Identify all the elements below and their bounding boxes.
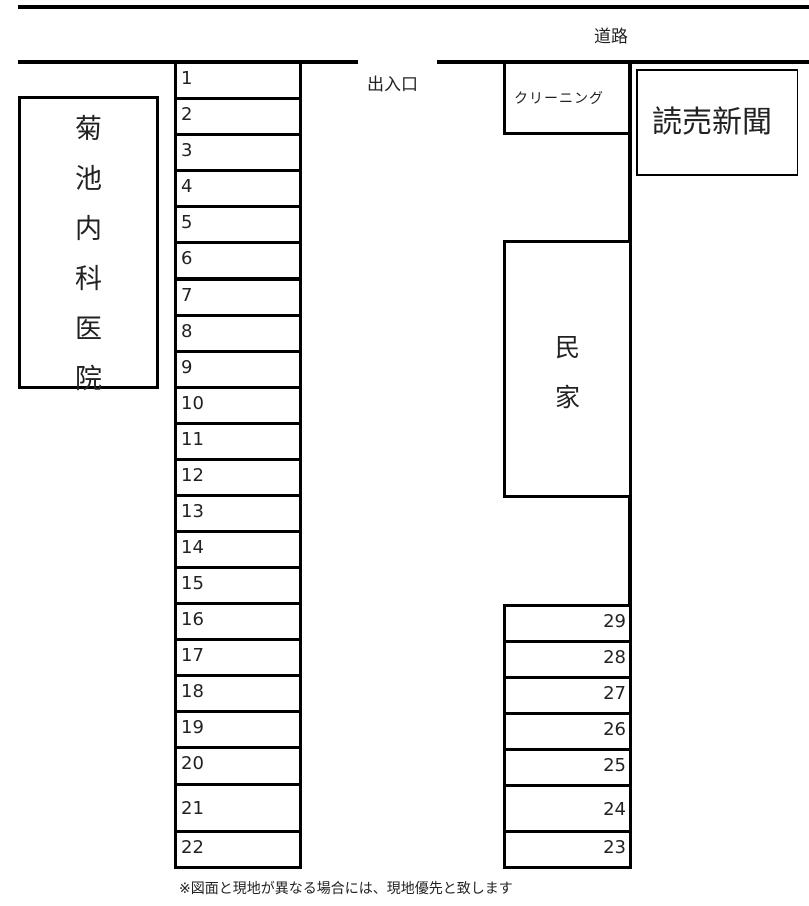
- parking-stall[interactable]: 19: [174, 710, 302, 749]
- clinic-char: 医: [75, 314, 102, 345]
- parking-stall[interactable]: 22: [174, 830, 302, 869]
- parking-stall[interactable]: 16: [174, 602, 302, 641]
- parking-stall[interactable]: 14: [174, 530, 302, 569]
- parking-stall[interactable]: 29: [503, 604, 632, 643]
- parking-stall[interactable]: 18: [174, 674, 302, 713]
- parking-stall[interactable]: 4: [174, 169, 302, 208]
- parking-stall[interactable]: 8: [174, 314, 302, 353]
- clinic-char: 院: [75, 364, 102, 395]
- house-char: 家: [554, 383, 580, 412]
- house-char: 民: [554, 333, 580, 362]
- clinic-name: 菊 池 内 科 医 院: [21, 105, 156, 405]
- entrance-label: 出入口: [367, 75, 418, 95]
- parking-stall[interactable]: 9: [174, 350, 302, 389]
- newspaper-office-building: 読売新聞: [636, 69, 798, 176]
- parking-stall[interactable]: 24: [503, 784, 632, 833]
- parking-stall[interactable]: 2: [174, 97, 302, 136]
- house-name: 民 家: [506, 323, 629, 423]
- clinic-char: 科: [75, 264, 102, 295]
- parking-stall[interactable]: 26: [503, 712, 632, 751]
- newspaper-office-name: 読売新聞: [652, 105, 772, 140]
- parking-stall[interactable]: 10: [174, 386, 302, 425]
- parking-stall[interactable]: 3: [174, 133, 302, 172]
- parking-stall[interactable]: 25: [503, 748, 632, 787]
- parking-stall[interactable]: 23: [503, 830, 632, 869]
- parking-stall[interactable]: 7: [174, 278, 302, 317]
- clinic-building: 菊 池 内 科 医 院: [18, 96, 159, 395]
- parking-stall[interactable]: 17: [174, 638, 302, 677]
- parking-stall[interactable]: 15: [174, 566, 302, 605]
- parking-stall[interactable]: 28: [503, 640, 632, 679]
- road-label: 道路: [594, 27, 628, 47]
- clinic-char: 菊: [75, 114, 102, 145]
- cleaning-shop-name: クリーニング: [514, 91, 604, 107]
- parking-stall[interactable]: 11: [174, 422, 302, 461]
- clinic-char: 内: [75, 214, 102, 245]
- cleaning-shop-building: クリーニング: [503, 61, 632, 135]
- house-building: 民 家: [503, 240, 632, 498]
- parking-stall[interactable]: 1: [174, 61, 302, 100]
- parking-stall[interactable]: 12: [174, 458, 302, 497]
- parking-stall[interactable]: 5: [174, 205, 302, 244]
- parking-stall[interactable]: 13: [174, 494, 302, 533]
- parking-stall[interactable]: 27: [503, 676, 632, 715]
- road-top-edge: [18, 5, 809, 9]
- footnote: ※図面と現地が異なる場合には、現地優先と致します: [179, 881, 513, 897]
- parking-stall[interactable]: 6: [174, 241, 302, 280]
- clinic-char: 池: [75, 164, 102, 195]
- parking-stall[interactable]: 21: [174, 783, 302, 833]
- parking-stall[interactable]: 20: [174, 746, 302, 786]
